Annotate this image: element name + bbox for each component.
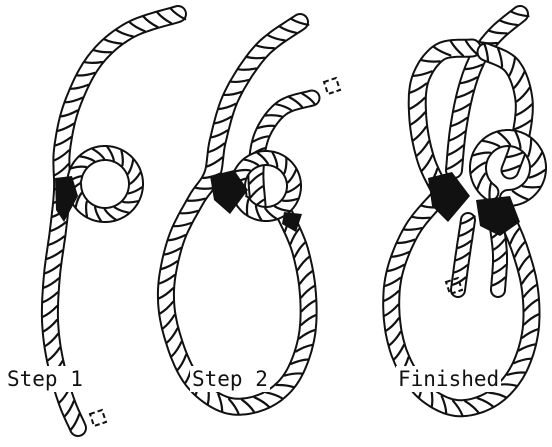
step-1-frayed-end-cut (90, 410, 106, 426)
step-1-small-loop-body (74, 153, 136, 215)
step-1-frayed-end (90, 410, 106, 426)
step-2-label: Step 2 (190, 366, 270, 392)
step-1-label: Step 1 (5, 366, 85, 392)
finished-label: Finished (396, 366, 501, 392)
finished-rope-illustration (384, 12, 545, 416)
step-1-small-loop (68, 147, 143, 221)
step-2-frayed-end-cut (324, 78, 340, 94)
step-2-rope-illustration (159, 19, 340, 414)
step-2-frayed-end (324, 78, 340, 94)
